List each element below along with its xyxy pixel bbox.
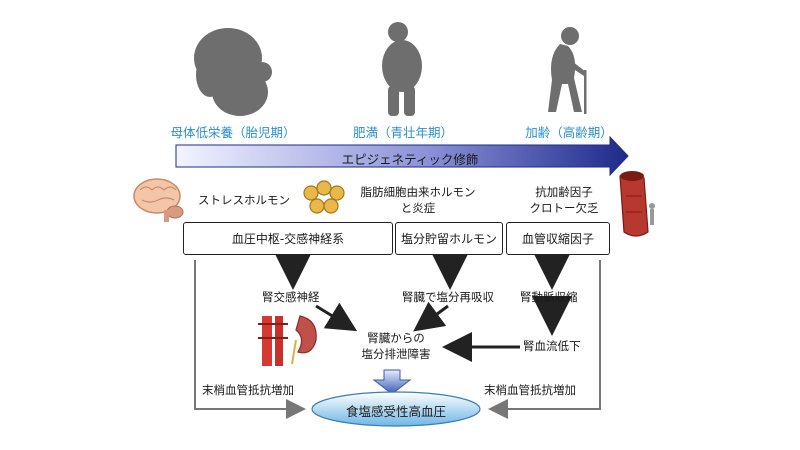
peripheral-resistance-left-label: 末梢血管抵抗増加 (202, 383, 294, 397)
renal-salt-reabsorption-label: 腎臓で塩分再吸収 (402, 290, 494, 304)
adipocyte-hormone-label-2: と炎症 (400, 201, 436, 215)
fat-cells-icon (303, 180, 345, 214)
obese-person-silhouette-icon (382, 22, 422, 116)
result-label: 食塩感受性高血圧 (345, 404, 446, 419)
renal-artery-constriction-label: 腎動脈収縮 (520, 290, 578, 304)
cns-sympathetic-box: 血圧中枢-交感神経系 (183, 222, 393, 255)
peripheral-resistance-right-label: 末梢血管抵抗増加 (484, 383, 576, 397)
elderly-person-silhouette-icon (548, 27, 587, 114)
stress-hormone-label: ストレスホルモン (198, 193, 290, 207)
epigenetic-label: エピジェネティック修飾 (341, 152, 479, 167)
salt-hormone-box: 塩分貯留ホルモン (395, 222, 503, 255)
result-ellipse (311, 391, 481, 427)
epigenetic-arrow (175, 135, 629, 177)
renal-sympathetic-label: 腎交感神経 (262, 290, 320, 304)
renal-excretion-label-2: 塩分排泄障害 (361, 347, 431, 361)
antiaging-factor-label-2: クロトー欠乏 (529, 201, 599, 215)
stage-label-aging: 加齢（高齢期） (525, 125, 613, 140)
vasoconstrictor-label: 血管収縮因子 (521, 232, 594, 246)
blood-vessel-icon (619, 171, 655, 237)
vasoconstrictor-box: 血管収縮因子 (506, 222, 610, 255)
antiaging-factor-label-1: 抗加齢因子 (535, 185, 593, 199)
brain-icon (133, 178, 184, 222)
stage-label-fetal: 母体低栄養（胎児期） (170, 125, 296, 140)
adipocyte-hormone-label-1: 脂肪細胞由来ホルモン (360, 185, 476, 199)
connector-lines (194, 250, 601, 419)
salt-hormone-label: 塩分貯留ホルモン (400, 232, 497, 246)
renal-excretion-label-1: 腎臓からの (367, 331, 425, 345)
cns-sympathetic-label: 血圧中枢-交感神経系 (231, 232, 345, 246)
renal-blood-flow-label: 腎血流低下 (523, 339, 581, 353)
vessel-kidney-icon (258, 315, 317, 366)
fetus-silhouette-icon (194, 28, 272, 116)
result-down-arrow (372, 369, 412, 395)
stage-label-obesity: 肥満（青壮年期） (352, 125, 453, 140)
